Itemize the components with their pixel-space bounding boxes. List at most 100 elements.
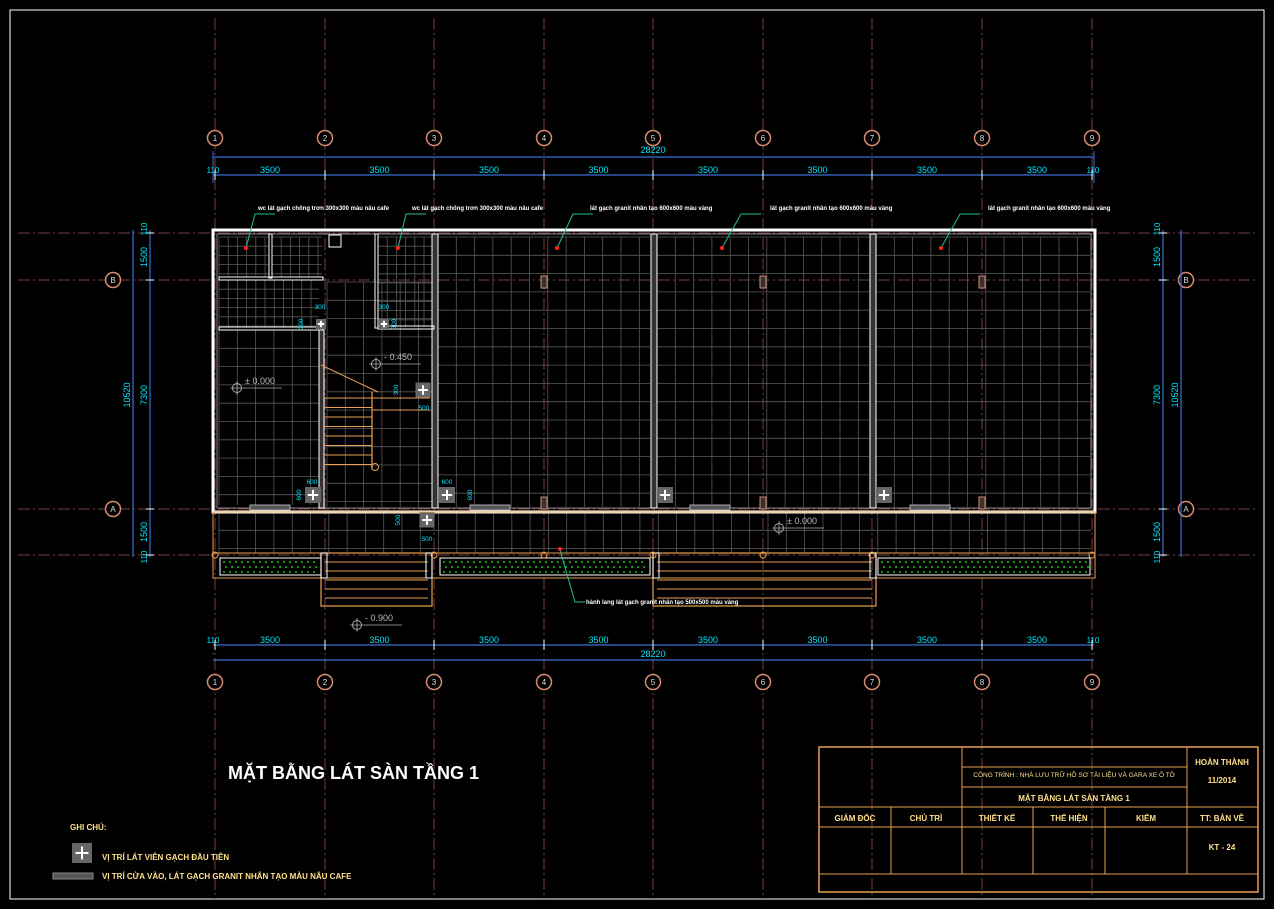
drawing-title: MẶT BẰNG LÁT SÀN TẦNG 1 <box>228 762 479 783</box>
planter-dot <box>241 571 243 573</box>
planter-dot <box>911 571 913 573</box>
dim-span: 1500 <box>1152 522 1162 542</box>
planter-dot <box>581 571 583 573</box>
planter-dot <box>1049 561 1051 563</box>
axis-label: 6 <box>761 134 766 143</box>
tb-role: GIÁM ĐỐC <box>835 813 876 823</box>
column-node <box>759 551 767 559</box>
first-tile-marker <box>419 512 435 528</box>
planter-dot <box>625 566 627 568</box>
stair-break-line <box>320 364 379 393</box>
planter-dot <box>587 561 589 563</box>
leader-dot <box>558 547 562 551</box>
level-marker: - 0.450 <box>369 352 421 371</box>
staircase <box>320 364 430 471</box>
planter-dot <box>301 571 303 573</box>
callout-text: hành lang lát gạch granit nhân tạo 500x5… <box>586 600 739 606</box>
planter-dot <box>923 561 925 563</box>
axis-bubble-circle <box>754 129 772 147</box>
entrance-threshold <box>909 504 951 511</box>
tile-dimension: 600 <box>442 479 453 486</box>
axis-bubble: 7 <box>863 129 881 147</box>
planter-dot <box>899 571 901 573</box>
tile-dimension: 600 <box>307 479 318 486</box>
level-marker: - 0.900 <box>350 613 402 632</box>
planter-dot <box>961 566 963 568</box>
tile-dimension: 300 <box>391 318 398 329</box>
axis-label: 1 <box>213 678 218 687</box>
planter-dot <box>619 566 621 568</box>
axis-bubble: 5 <box>644 129 662 147</box>
level-value: - 0.900 <box>365 613 393 623</box>
planter-dot <box>985 566 987 568</box>
planter-dot <box>539 561 541 563</box>
planter-dot <box>623 571 625 573</box>
planter-dot <box>1003 566 1005 568</box>
axis-bubble: 4 <box>535 673 553 691</box>
planter-dot <box>517 566 519 568</box>
dim-span: 3500 <box>479 165 499 175</box>
callout-text: wc lát gạch chống trơn 300x300 màu nâu c… <box>411 205 544 212</box>
dim-span: 3500 <box>260 635 280 645</box>
dim-edge: 110 <box>1087 166 1100 175</box>
legend-heading: GHI CHÚ: <box>70 823 106 832</box>
planter-dot <box>479 571 481 573</box>
dim-span: 1500 <box>139 522 149 542</box>
planter-dot <box>1063 566 1065 568</box>
planter-dot <box>491 561 493 563</box>
planter-dot <box>1043 571 1045 573</box>
planter-dot <box>289 561 291 563</box>
planter-dot <box>271 561 273 563</box>
planter-dot <box>983 571 985 573</box>
planter-dot <box>601 566 603 568</box>
axis-bubble-circle <box>973 673 991 691</box>
planter-dot <box>315 566 317 568</box>
planter-dot <box>929 571 931 573</box>
planter-dot <box>253 571 255 573</box>
planter-dot <box>271 571 273 573</box>
planter-dot <box>455 571 457 573</box>
planter-dot <box>923 571 925 573</box>
planter-dot <box>991 566 993 568</box>
planter-dot <box>893 561 895 563</box>
planter-dot <box>1031 561 1033 563</box>
planter-dot <box>1013 561 1015 563</box>
planter-dot <box>551 561 553 563</box>
dim-span: 3500 <box>698 635 718 645</box>
planter-dot <box>887 571 889 573</box>
step-cheek <box>320 552 328 579</box>
dim-span: 7300 <box>139 385 149 405</box>
axis-bubble-circle <box>206 673 224 691</box>
planter-dot <box>901 566 903 568</box>
planter-dot <box>593 561 595 563</box>
tile-dimension: 600 <box>467 489 474 500</box>
planter-dot <box>223 561 225 563</box>
planter-dot <box>515 561 517 563</box>
planter-dot <box>959 561 961 563</box>
planter-dot <box>493 566 495 568</box>
planter-dot <box>617 571 619 573</box>
planter-dot <box>473 571 475 573</box>
planter-dot <box>1033 566 1035 568</box>
planter-dot <box>503 561 505 563</box>
step-cheek <box>652 552 660 579</box>
leader-dot <box>939 246 943 250</box>
planter-dot <box>913 566 915 568</box>
planter-dot <box>283 571 285 573</box>
planter-dot <box>583 566 585 568</box>
planter-dot <box>569 561 571 563</box>
planter-dot <box>1073 561 1075 563</box>
tb-sheet-title: MẶT BẰNG LÁT SÀN TẦNG 1 <box>1018 793 1130 803</box>
planter-dot <box>469 566 471 568</box>
planter-dot <box>979 566 981 568</box>
axis-bubble-circle <box>1177 271 1195 289</box>
dim-edge: 110 <box>207 636 220 645</box>
planter-dot <box>1085 571 1087 573</box>
partition-wall <box>650 233 658 509</box>
tile-dimension: 300 <box>315 304 326 311</box>
planter-dot <box>247 571 249 573</box>
dim-total: 10520 <box>122 382 132 407</box>
axis-bubble: 2 <box>316 673 334 691</box>
planter-dot <box>235 571 237 573</box>
